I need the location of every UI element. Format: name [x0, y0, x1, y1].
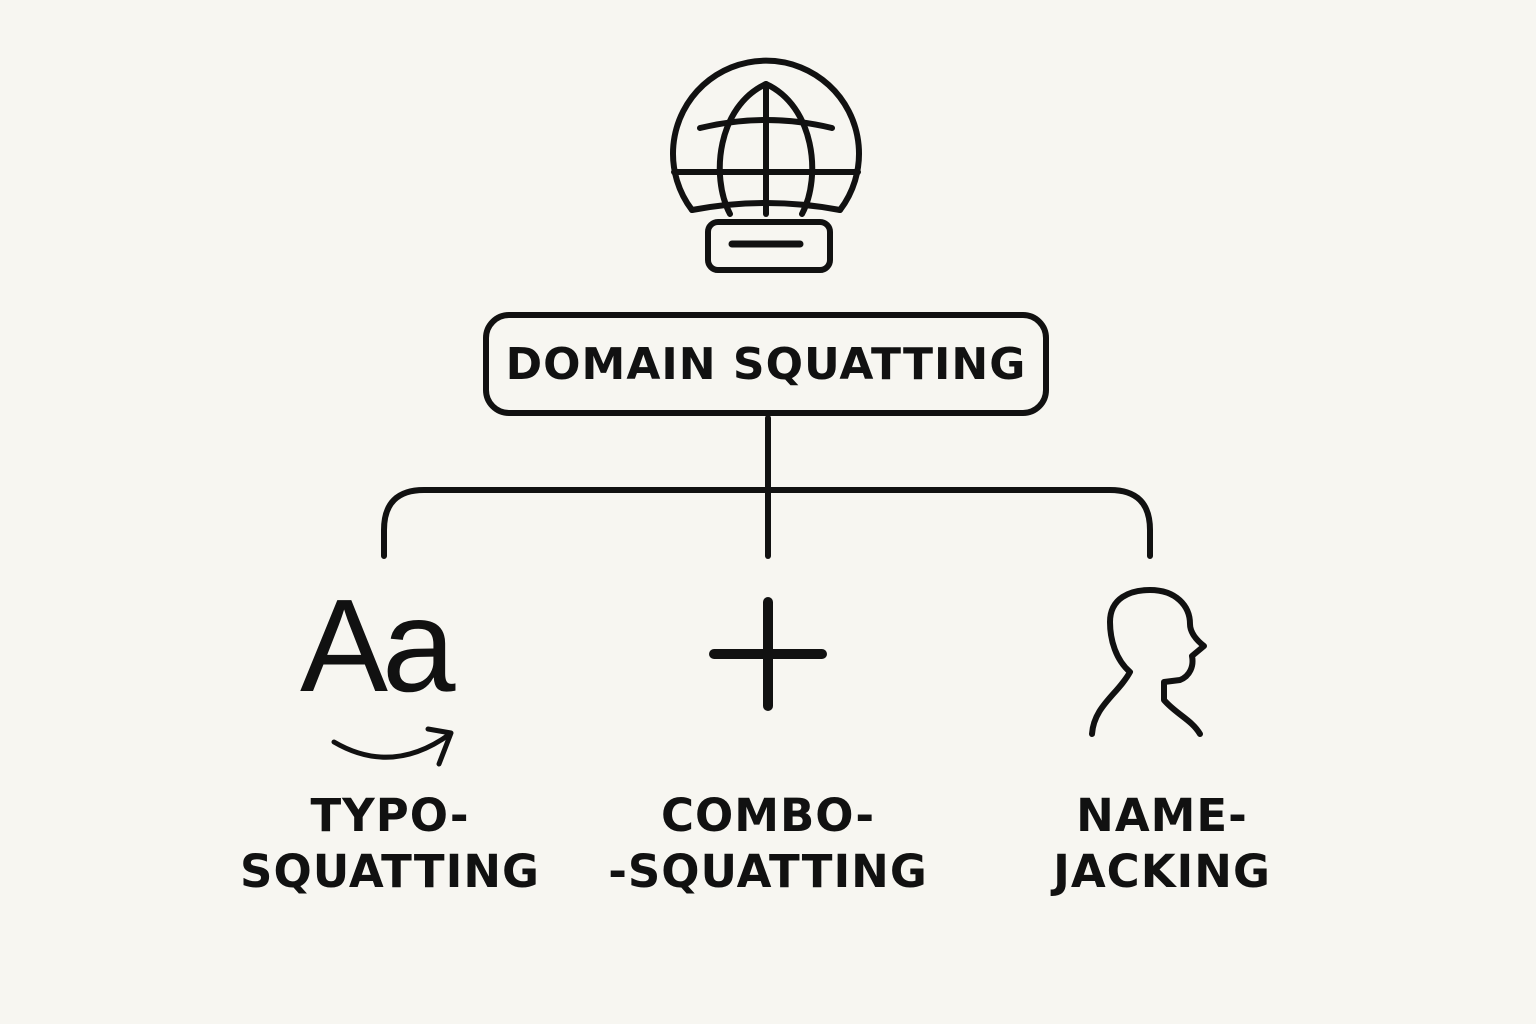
letters-aa-icon: Aa — [300, 572, 455, 719]
branch-label-namejacking: NAME- JACKING — [972, 788, 1352, 900]
person-head-icon — [1089, 587, 1207, 737]
plus-icon — [709, 597, 827, 711]
branch-label-combosquatting: COMBO- -SQUATTING — [578, 788, 958, 900]
branch-label-line2: -SQUATTING — [608, 845, 928, 898]
root-label: DOMAIN SQUATTING — [505, 338, 1027, 390]
connector-lines — [381, 415, 1153, 559]
branch-label-typosquatting: TYPO- SQUATTING — [200, 788, 580, 900]
root-node: DOMAIN SQUATTING — [483, 312, 1049, 416]
branch-label-line1: COMBO- — [660, 789, 876, 842]
globe-icon — [670, 57, 862, 273]
branch-label-line2: JACKING — [1053, 845, 1271, 898]
arrow-icon — [331, 726, 454, 767]
branch-label-line1: TYPO- — [310, 789, 470, 842]
branch-label-line1: NAME- — [1076, 789, 1248, 842]
branch-label-line2: SQUATTING — [240, 845, 540, 898]
